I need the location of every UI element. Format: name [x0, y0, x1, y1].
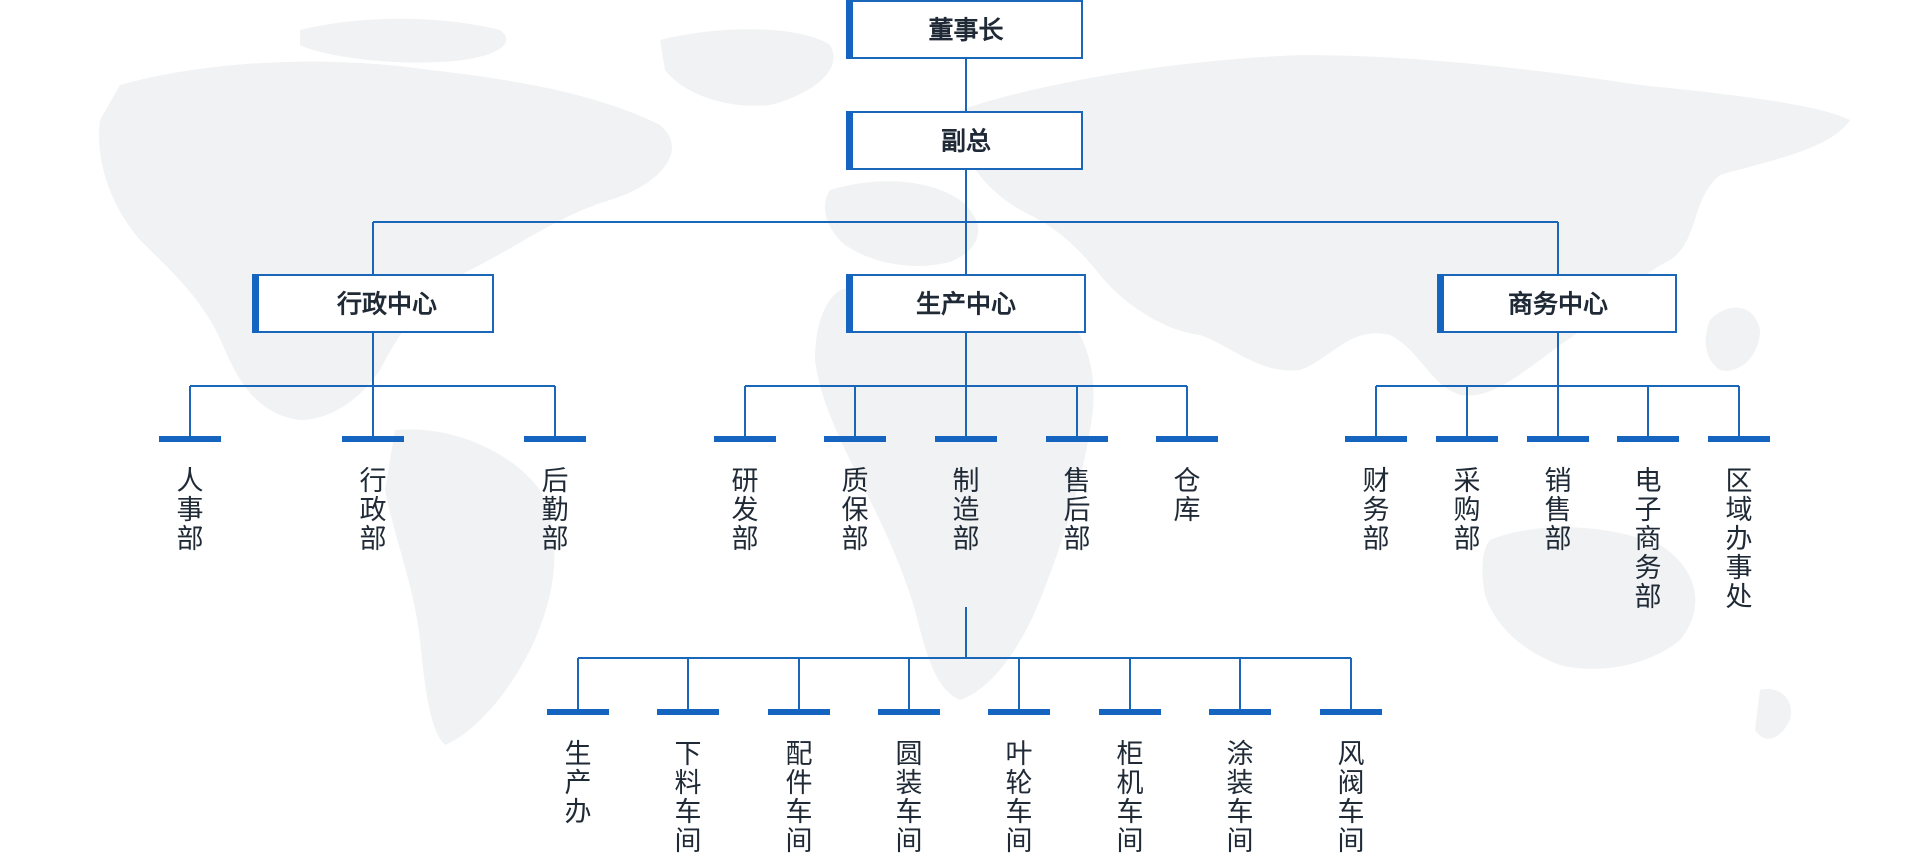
leaf-label: 下料车间	[675, 739, 702, 857]
dept-node: 质保部	[824, 436, 886, 555]
workshop-node: 风阀车间	[1320, 709, 1382, 857]
node-vp: 副总	[846, 111, 1083, 170]
dept-node: 电子商务部	[1617, 436, 1679, 613]
department-leaves: 人事部 行政部 后勤部 研发部 质保部 制造部 售后部 仓库 财务部 采购部 销售部 电子商务部 区域办…	[159, 436, 1770, 857]
leaf-label: 区域办事处	[1726, 466, 1753, 613]
leaf-tick-bar	[159, 436, 221, 442]
workshop-node: 涂装车间	[1209, 709, 1271, 857]
leaf-tick-bar	[524, 436, 586, 442]
dept-node: 后勤部	[524, 436, 586, 555]
leaf-label: 配件车间	[786, 739, 813, 857]
node-production-center: 生产中心	[846, 274, 1086, 333]
leaf-label: 涂装车间	[1227, 739, 1254, 857]
leaf-tick-bar	[1527, 436, 1589, 442]
leaf-tick-bar	[1046, 436, 1108, 442]
leaf-tick-bar	[342, 436, 404, 442]
leaf-tick-bar	[714, 436, 776, 442]
leaf-label: 研发部	[732, 466, 759, 555]
node-business-center: 商务中心	[1437, 274, 1677, 333]
workshop-node: 柜机车间	[1099, 709, 1161, 857]
leaf-label: 电子商务部	[1635, 466, 1662, 613]
map-continent-shape	[1755, 689, 1791, 739]
dept-node: 售后部	[1046, 436, 1108, 555]
node-admin-center-label: 行政中心	[336, 290, 437, 319]
leaf-label: 生产办	[565, 739, 592, 828]
leaf-tick-bar	[1345, 436, 1407, 442]
dept-node: 行政部	[342, 436, 404, 555]
leaf-tick-bar	[1617, 436, 1679, 442]
map-continent-shape	[958, 55, 1850, 396]
leaf-label: 圆装车间	[896, 739, 923, 857]
node-admin-center: 行政中心	[252, 274, 494, 333]
leaf-label: 风阀车间	[1338, 739, 1365, 857]
node-vp-label: 副总	[941, 127, 991, 156]
dept-node: 制造部	[935, 436, 997, 555]
leaf-tick-bar	[657, 709, 719, 715]
leaf-label: 叶轮车间	[1006, 739, 1033, 857]
leaf-tick-bar	[1320, 709, 1382, 715]
leaf-label: 采购部	[1454, 466, 1481, 555]
dept-node: 区域办事处	[1708, 436, 1770, 613]
leaf-label: 仓库	[1174, 466, 1201, 526]
dept-node: 人事部	[159, 436, 221, 555]
leaf-label: 后勤部	[542, 466, 569, 555]
dept-node: 销售部	[1527, 436, 1589, 555]
leaf-tick-bar	[935, 436, 997, 442]
leaf-label: 柜机车间	[1117, 739, 1144, 857]
dept-node: 财务部	[1345, 436, 1407, 555]
leaf-tick-bar	[1209, 709, 1271, 715]
map-continent-shape	[300, 18, 507, 63]
leaf-tick-bar	[1708, 436, 1770, 442]
leaf-tick-bar	[547, 709, 609, 715]
workshop-node: 叶轮车间	[988, 709, 1050, 857]
leaf-tick-bar	[878, 709, 940, 715]
leaf-tick-bar	[1436, 436, 1498, 442]
map-continent-shape	[825, 181, 979, 266]
workshop-node: 下料车间	[657, 709, 719, 857]
leaf-label: 人事部	[177, 466, 204, 555]
org-nodes: 董事长 副总 行政中心 生产中心 商务中心	[252, 0, 1677, 333]
node-production-center-label: 生产中心	[916, 290, 1016, 319]
workshop-node: 生产办	[547, 709, 609, 828]
leaf-label: 行政部	[360, 466, 387, 555]
leaf-tick-bar	[988, 709, 1050, 715]
map-continent-shape	[385, 429, 555, 745]
map-continent-shape	[1482, 527, 1696, 669]
map-continent-shape	[99, 61, 672, 420]
dept-node: 采购部	[1436, 436, 1498, 555]
map-continent-shape	[1705, 307, 1760, 371]
dept-node: 研发部	[714, 436, 776, 555]
node-business-center-label: 商务中心	[1508, 290, 1608, 319]
leaf-label: 销售部	[1545, 466, 1572, 555]
leaf-label: 财务部	[1363, 466, 1390, 555]
workshop-node: 圆装车间	[878, 709, 940, 857]
workshop-node: 配件车间	[768, 709, 830, 857]
node-chairman: 董事长	[846, 0, 1083, 59]
map-continent-shape	[660, 29, 834, 106]
leaf-label: 售后部	[1064, 466, 1091, 555]
node-chairman-label: 董事长	[928, 16, 1004, 45]
leaf-tick-bar	[1156, 436, 1218, 442]
dept-node: 仓库	[1156, 436, 1218, 526]
leaf-label: 质保部	[842, 466, 869, 555]
leaf-tick-bar	[1099, 709, 1161, 715]
connector-lines	[189, 58, 1740, 711]
leaf-label: 制造部	[953, 466, 980, 555]
leaf-tick-bar	[824, 436, 886, 442]
leaf-tick-bar	[768, 709, 830, 715]
